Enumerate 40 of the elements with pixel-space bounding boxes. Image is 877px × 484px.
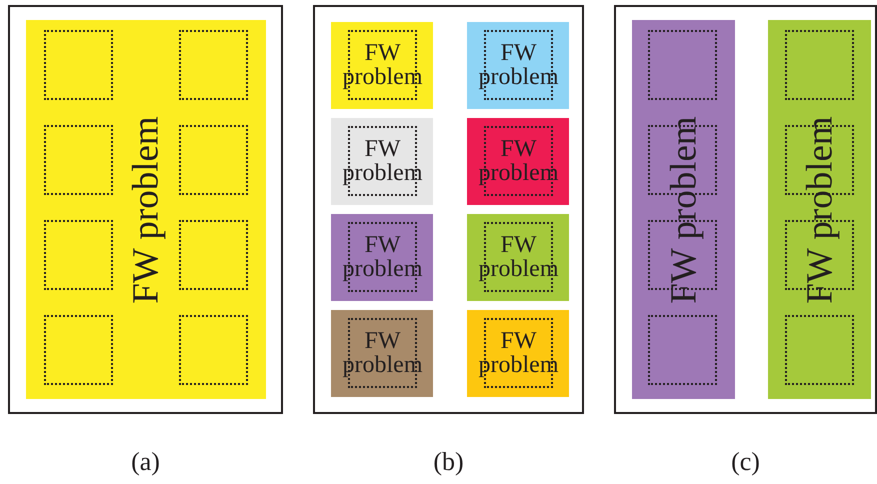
square-label: FW problem <box>478 232 560 282</box>
problem-tile <box>331 310 433 397</box>
dotted-square <box>785 315 854 385</box>
dotted-square <box>44 220 113 290</box>
band-label: FW problem <box>124 116 168 304</box>
dotted-square <box>44 315 113 385</box>
dotted-square <box>179 315 248 385</box>
problem-tile <box>331 214 433 301</box>
panel-frame <box>313 5 584 414</box>
dotted-square <box>179 125 248 195</box>
dotted-square <box>648 30 717 100</box>
problem-band <box>26 20 266 399</box>
panel-frame <box>614 5 877 414</box>
square-label: FW problem <box>342 136 424 186</box>
problem-band <box>632 20 735 399</box>
problem-tile <box>467 22 569 109</box>
panel-caption: (a) <box>131 447 160 477</box>
square-label: FW problem <box>478 328 560 378</box>
panel-frame <box>8 5 283 414</box>
problem-tile <box>331 118 433 205</box>
problem-band <box>768 20 871 399</box>
square-label: FW problem <box>342 232 424 282</box>
dotted-square <box>785 30 854 100</box>
dotted-square <box>179 220 248 290</box>
panel-caption: (b) <box>433 447 464 477</box>
square-label: FW problem <box>342 40 424 90</box>
square-label: FW problem <box>478 40 560 90</box>
band-label: FW problem <box>662 116 705 304</box>
problem-tile <box>331 22 433 109</box>
dotted-square <box>44 30 113 100</box>
dotted-square <box>44 125 113 195</box>
dotted-square <box>179 30 248 100</box>
problem-tile <box>467 118 569 205</box>
band-label: FW problem <box>798 116 841 304</box>
dotted-square <box>648 315 717 385</box>
problem-tile <box>467 310 569 397</box>
square-label: FW problem <box>342 328 424 378</box>
panel-caption: (c) <box>731 447 760 477</box>
problem-tile <box>467 214 569 301</box>
square-label: FW problem <box>478 136 560 186</box>
